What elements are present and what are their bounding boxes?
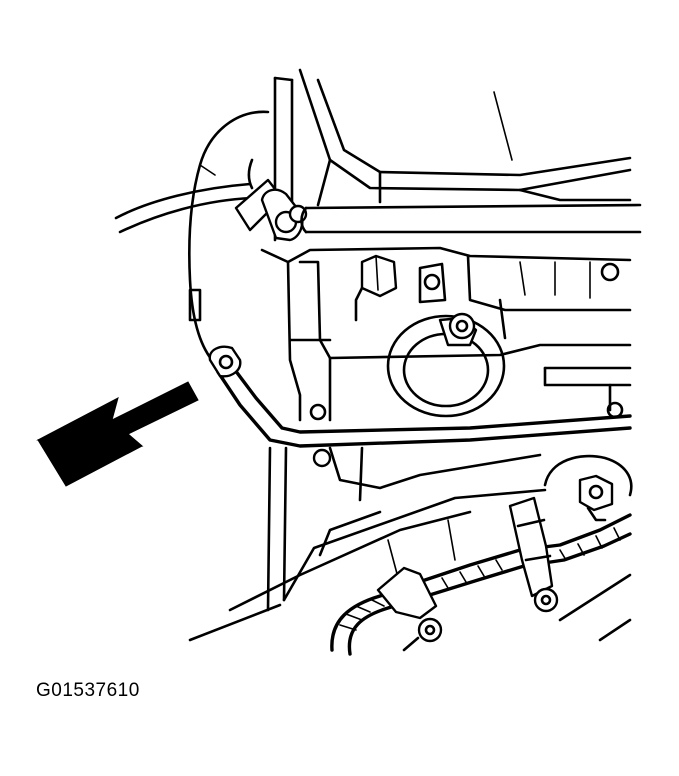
mounting-holes-right <box>309 262 624 421</box>
harness-clip-right <box>508 496 559 613</box>
lower-case <box>188 446 547 642</box>
upper-cable <box>114 182 254 234</box>
line-fitting-connector <box>234 178 642 242</box>
left-housing-casting <box>188 110 270 362</box>
lower-right-case <box>558 573 632 642</box>
figure-code-label: G01537610 <box>36 680 140 701</box>
engine-block-housing <box>273 68 632 242</box>
wiring-harness <box>330 513 632 656</box>
circular-port <box>386 262 506 418</box>
output-housing <box>543 454 633 522</box>
harness-clip-left <box>376 566 443 652</box>
valve-body-cover <box>260 246 632 422</box>
center-bolt <box>354 254 398 322</box>
pointer-arrow <box>36 381 199 487</box>
cooler-line-tube <box>208 345 632 448</box>
